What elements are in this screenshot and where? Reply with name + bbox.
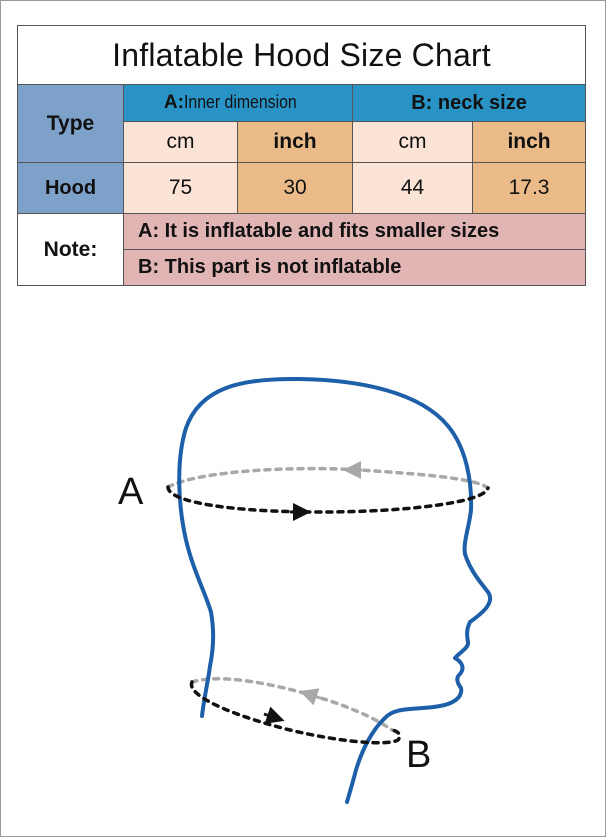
note-label: Note: <box>17 213 124 286</box>
ring-b-back-arrow <box>299 688 321 706</box>
unit-a-inch: inch <box>237 121 353 163</box>
head-outline <box>177 376 493 804</box>
ring-b-front <box>189 680 402 745</box>
type-header: Type <box>17 84 124 163</box>
note-line-b: B: This part is not inflatable <box>122 249 587 286</box>
head-diagram: A B <box>118 376 493 804</box>
ring-b-front-arrow <box>263 706 285 724</box>
value-b-cm: 44 <box>352 162 473 214</box>
row-label-hood: Hood <box>17 162 124 214</box>
size-chart-table: Inflatable Hood Size Chart Type A: Inner… <box>16 25 587 286</box>
ring-a-back <box>166 466 490 490</box>
group-b-header: B: neck size <box>351 84 587 122</box>
value-a-cm: 75 <box>123 162 238 214</box>
group-a-rest: Inner dimension <box>183 92 297 112</box>
group-a-header: A: Inner dimension <box>123 84 353 122</box>
label-b: B <box>406 734 431 776</box>
ring-b-back <box>190 677 394 732</box>
unit-a-cm: cm <box>123 121 238 163</box>
label-a: A <box>118 471 144 513</box>
value-a-inch: 30 <box>237 162 353 214</box>
unit-b-cm: cm <box>352 121 473 163</box>
ring-a-front <box>166 485 490 514</box>
note-line-a: A: It is inflatable and fits smaller siz… <box>122 213 587 250</box>
group-a-lead: A: <box>163 92 184 113</box>
value-b-inch: 17.3 <box>471 162 587 214</box>
chart-title: Inflatable Hood Size Chart <box>16 25 587 85</box>
unit-b-inch: inch <box>471 121 587 163</box>
